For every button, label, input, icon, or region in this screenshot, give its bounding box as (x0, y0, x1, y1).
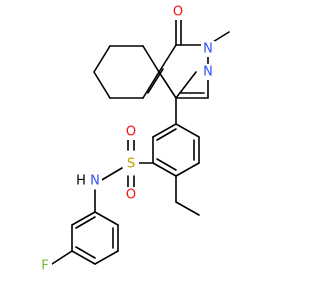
bond (158, 44, 177, 73)
bond (152, 123, 177, 138)
bond (71, 250, 96, 265)
bond (75, 246, 96, 259)
atom-fluorine: F (38, 258, 52, 274)
atom-label: O (126, 188, 136, 203)
atom-label: F (41, 259, 48, 274)
atom-oxygen-carbonyl: O (170, 4, 186, 20)
bond (175, 123, 200, 138)
atom-oxygen-sulfonyl-top: O (123, 124, 139, 140)
atom-nitrogen-ring: N (201, 64, 215, 80)
bond (142, 45, 160, 73)
atom-hydrogen: H (74, 173, 88, 189)
atom-label: N (203, 42, 213, 57)
structure-canvas: O N N S O O H (38, 4, 230, 274)
bond (156, 158, 177, 171)
bond (142, 71, 160, 99)
atom-label: N (90, 174, 100, 189)
bond (156, 128, 177, 141)
atom-label: N (203, 65, 213, 80)
bond-layer (51, 19, 230, 265)
atom-oxygen-sulfonyl-bottom: O (123, 187, 139, 203)
bond (93, 71, 111, 99)
bond (94, 211, 119, 226)
bond (93, 45, 111, 73)
atom-label: H (76, 174, 86, 189)
bond (94, 250, 119, 265)
atom-label: O (126, 125, 136, 140)
bond (51, 250, 73, 265)
bond (147, 68, 164, 94)
atom-sulfur: S (123, 155, 139, 172)
atom-nitrogen-methyl: N (201, 41, 215, 57)
atom-label: S (127, 157, 135, 172)
atom-label-layer: O N N S O O H (38, 4, 215, 274)
atom-nitrogen-amide: N (88, 173, 102, 189)
bond (158, 71, 177, 99)
bond (75, 216, 96, 229)
bond (152, 162, 177, 177)
bond (99, 167, 123, 182)
bond (71, 211, 96, 226)
atom-label: O (173, 5, 183, 20)
molecule-structure: O N N S O O H (38, 4, 230, 274)
bond (175, 71, 197, 99)
bond (175, 201, 200, 216)
bond (175, 162, 200, 177)
